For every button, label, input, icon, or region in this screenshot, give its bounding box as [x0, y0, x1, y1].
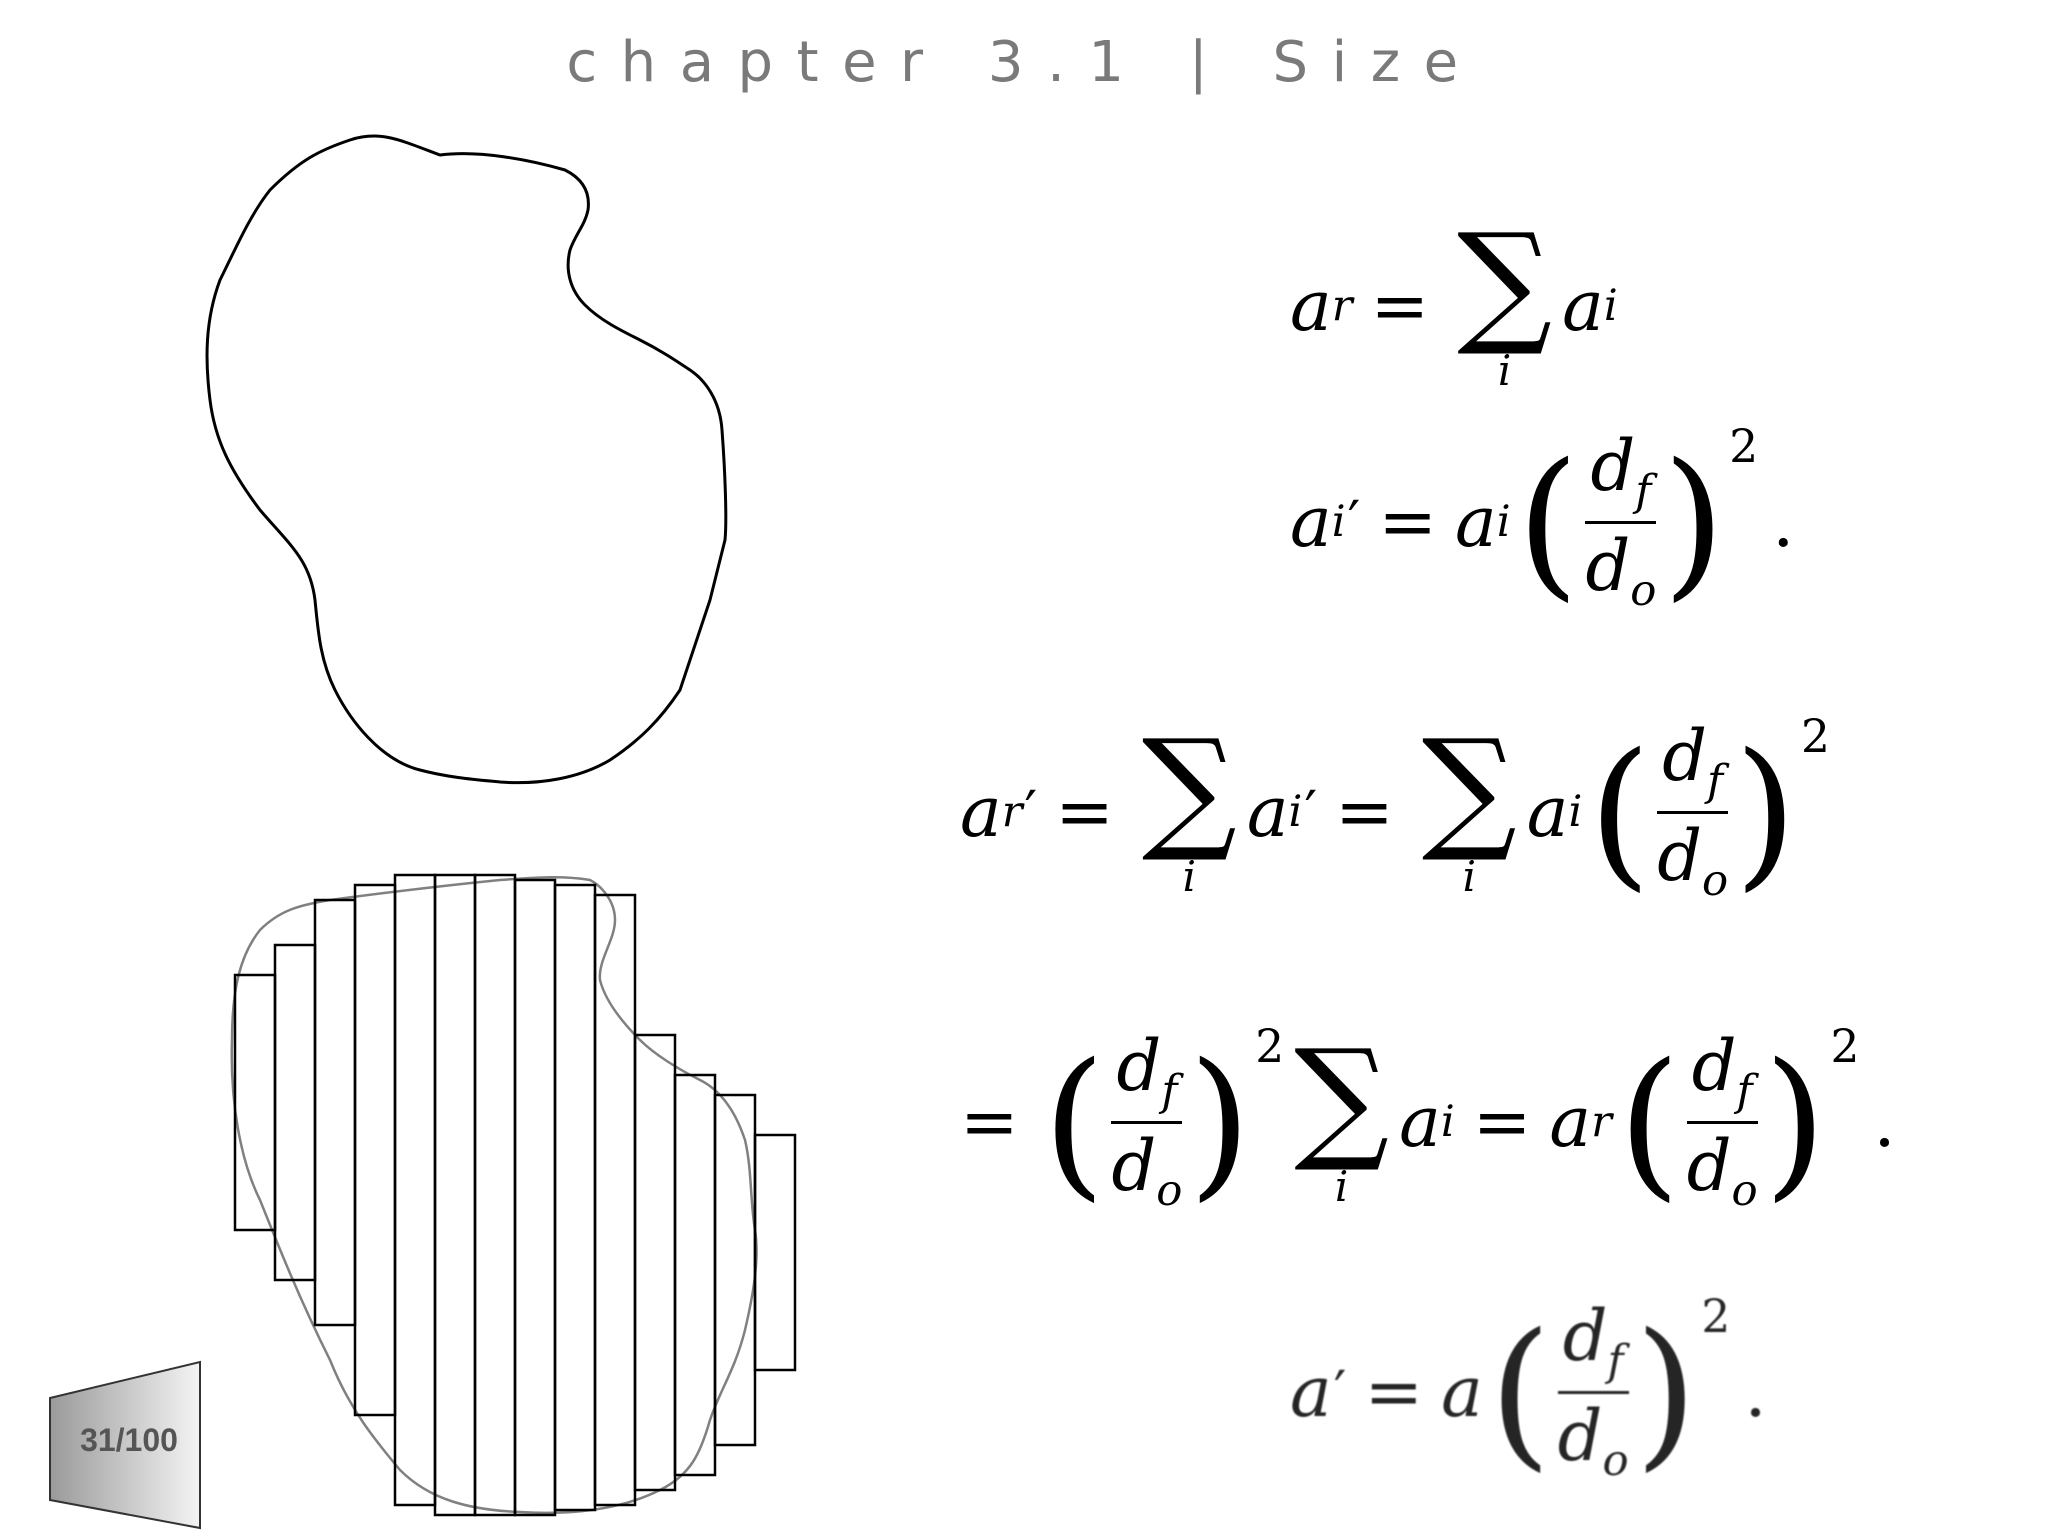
strip	[753, 1133, 797, 1372]
strip	[353, 883, 397, 1417]
strip	[313, 898, 357, 1327]
strip	[513, 878, 557, 1517]
strip	[673, 1073, 717, 1477]
strip	[273, 943, 317, 1282]
original-region-outline	[205, 134, 728, 785]
area-strips	[233, 873, 797, 1517]
strip	[433, 873, 477, 1517]
strip	[633, 1033, 677, 1492]
strip	[553, 883, 597, 1512]
page-badge-icon	[49, 1360, 201, 1530]
slide-title: chapter 3.1 | Size	[566, 30, 1482, 95]
page-number: 31/100	[80, 1422, 178, 1458]
strip	[473, 873, 517, 1517]
approximated-region-outline	[230, 876, 758, 1515]
strip	[393, 873, 437, 1507]
